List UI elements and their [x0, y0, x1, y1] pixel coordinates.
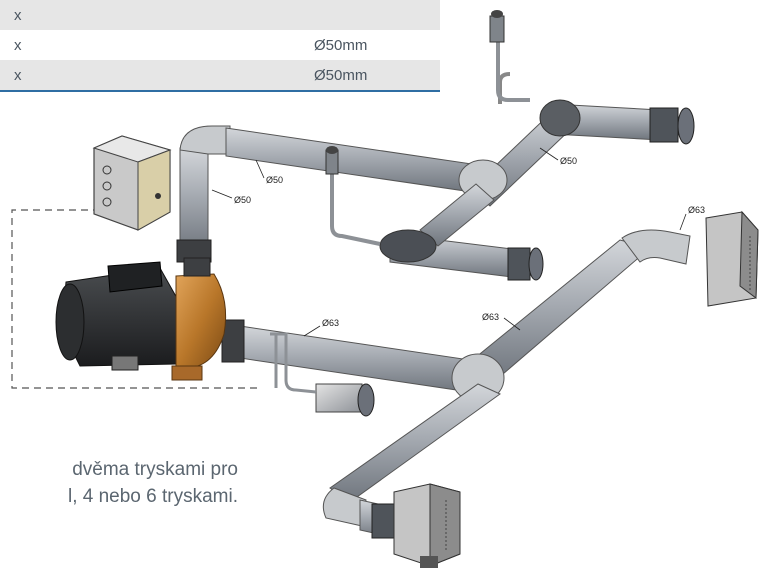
dim-d63-upper-right: Ø63 — [688, 205, 705, 215]
row-label: x — [0, 60, 314, 92]
diagonal-main-pipe — [322, 229, 691, 539]
row-label: x — [0, 0, 314, 30]
discharge-pipe — [221, 319, 471, 393]
table-row: x — [0, 0, 440, 30]
row-value — [314, 0, 440, 30]
caption-line-2: l, 4 nebo 6 tryskami. — [67, 486, 238, 507]
caption-line-1: dvěma tryskami pro — [72, 459, 238, 480]
row-value: Ø50mm — [314, 36, 368, 54]
dim-d63-mid: Ø63 — [322, 318, 339, 328]
caption: dvěma tryskami pro l, 4 nebo 6 tryskami. — [68, 456, 238, 510]
lower-branch-pipe — [325, 146, 544, 281]
suction-riser-pipe — [176, 125, 231, 263]
pump-area-outline — [11, 209, 262, 389]
upper-branch-pipe — [458, 10, 695, 207]
row-value: Ø50mm — [314, 60, 440, 92]
table-row: x Ø50mm — [0, 60, 440, 92]
table-row: x Ø50mm — [0, 30, 440, 60]
wall-box-upper — [705, 210, 759, 307]
dim-d50-vertical: Ø50 — [234, 195, 251, 205]
dim-d50-right: Ø50 — [560, 156, 577, 166]
wall-box-lower — [393, 483, 461, 568]
pump-housing — [171, 257, 227, 381]
control-box — [92, 135, 172, 231]
row-label: x — [14, 36, 22, 54]
dimension-callouts: Ø50 Ø50 Ø50 Ø63 Ø63 Ø63 — [211, 147, 705, 337]
dim-d63-center: Ø63 — [482, 312, 499, 322]
nozzle-lower — [270, 332, 375, 417]
pump-motor — [55, 261, 179, 371]
upper-main-pipe — [225, 127, 473, 193]
dim-d50-left: Ø50 — [266, 175, 283, 185]
spec-table: x x Ø50mm x Ø50mm — [0, 0, 440, 92]
